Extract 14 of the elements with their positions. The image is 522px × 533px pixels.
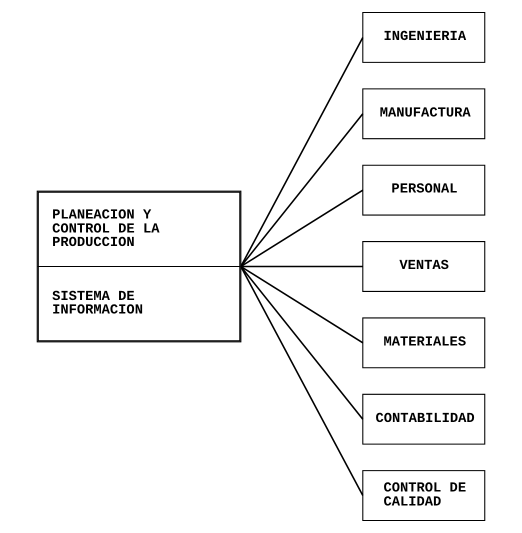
connector	[240, 189, 364, 268]
node-box: CONTROL DE CALIDAD	[362, 470, 486, 521]
node-box: CONTABILIDAD	[362, 394, 486, 445]
node-box: MANUFACTURA	[362, 88, 486, 140]
node-box: VENTAS	[362, 241, 486, 292]
connector	[240, 266, 364, 420]
connector	[240, 37, 364, 267]
node-box: MATERIALES	[362, 317, 486, 368]
connector	[240, 266, 363, 268]
connector	[240, 266, 364, 496]
connector	[240, 113, 364, 267]
node-box: INGENIERIA	[362, 12, 486, 63]
node-box: PERSONAL	[362, 164, 486, 216]
connector	[240, 266, 364, 344]
